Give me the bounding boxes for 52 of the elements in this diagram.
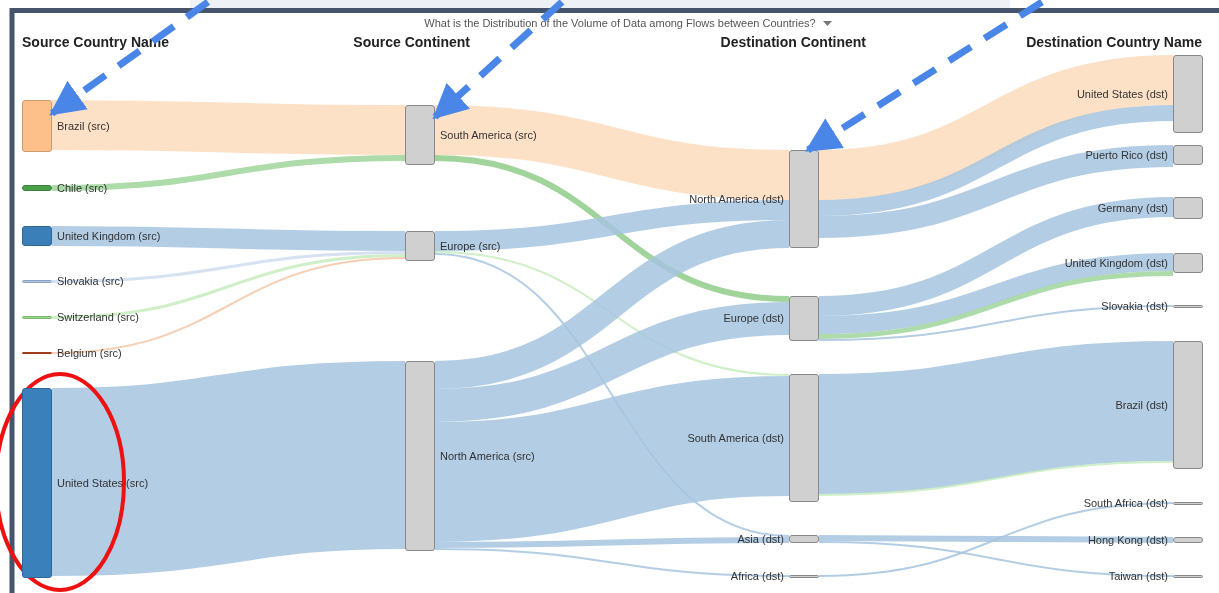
node-label: United States (dst) <box>1076 87 1168 101</box>
node-label: Belgium (src) <box>57 346 122 360</box>
flow-link <box>51 257 406 354</box>
flow-link <box>51 100 406 155</box>
column-header: Source Continent <box>353 34 470 51</box>
flow-link <box>818 197 1174 316</box>
annotation-arrow <box>805 0 1044 153</box>
node-label: Hong Kong (dst) <box>1087 533 1168 547</box>
node-label: Switzerland (src) <box>57 311 139 324</box>
flow-link <box>818 105 1174 216</box>
node-label: Slovakia (dst) <box>1101 300 1168 313</box>
node-label: South America (dst) <box>687 431 784 445</box>
column-header: Destination Continent <box>720 34 866 51</box>
flow-link <box>818 271 1174 339</box>
flow-link <box>435 537 789 548</box>
flow-link <box>434 200 790 251</box>
node-label: Asia (dst) <box>737 532 784 546</box>
node-label: South Africa (dst) <box>1083 497 1168 510</box>
node-label: South America (src) <box>440 128 537 142</box>
node-label: Brazil (src) <box>57 119 110 133</box>
node-label: North America (src) <box>440 449 535 463</box>
flow-link <box>818 145 1174 238</box>
node-label: United Kingdom (src) <box>57 229 161 243</box>
flow-link <box>434 105 790 200</box>
chart-title: What is the Distribution of the Volume of Data among Flows between Countries? <box>424 17 816 30</box>
flow-link <box>51 251 406 283</box>
node-label: Puerto Rico (dst) <box>1085 148 1168 162</box>
node-label: Taiwan (dst) <box>1108 570 1168 583</box>
flow-link <box>818 461 1174 496</box>
flow-link <box>434 155 790 302</box>
flow-link <box>51 254 406 319</box>
flow-link <box>819 535 1173 543</box>
flow-link <box>818 305 1174 341</box>
flow-link <box>433 376 791 542</box>
node-label: Europe (src) <box>440 239 501 253</box>
node-label: North America (dst) <box>689 192 784 206</box>
node-label: Europe (dst) <box>723 312 784 325</box>
flow-link <box>818 541 1174 577</box>
annotation-arrow <box>432 0 565 120</box>
node-label: Chile (src) <box>57 181 108 195</box>
node-label: Slovakia (src) <box>57 275 124 288</box>
flow-link <box>434 548 790 577</box>
node-label: Germany (dst) <box>1097 201 1168 215</box>
node-label: Africa (dst) <box>730 570 784 583</box>
annotation-arrow <box>49 0 211 117</box>
flow-link <box>434 253 790 537</box>
node-label: United Kingdom (dst) <box>1064 256 1168 270</box>
node-label: Brazil (dst) <box>1115 398 1168 412</box>
flow-link <box>51 155 406 191</box>
flow-link <box>818 502 1174 577</box>
flow-link <box>818 253 1174 334</box>
flow-link <box>51 226 406 251</box>
